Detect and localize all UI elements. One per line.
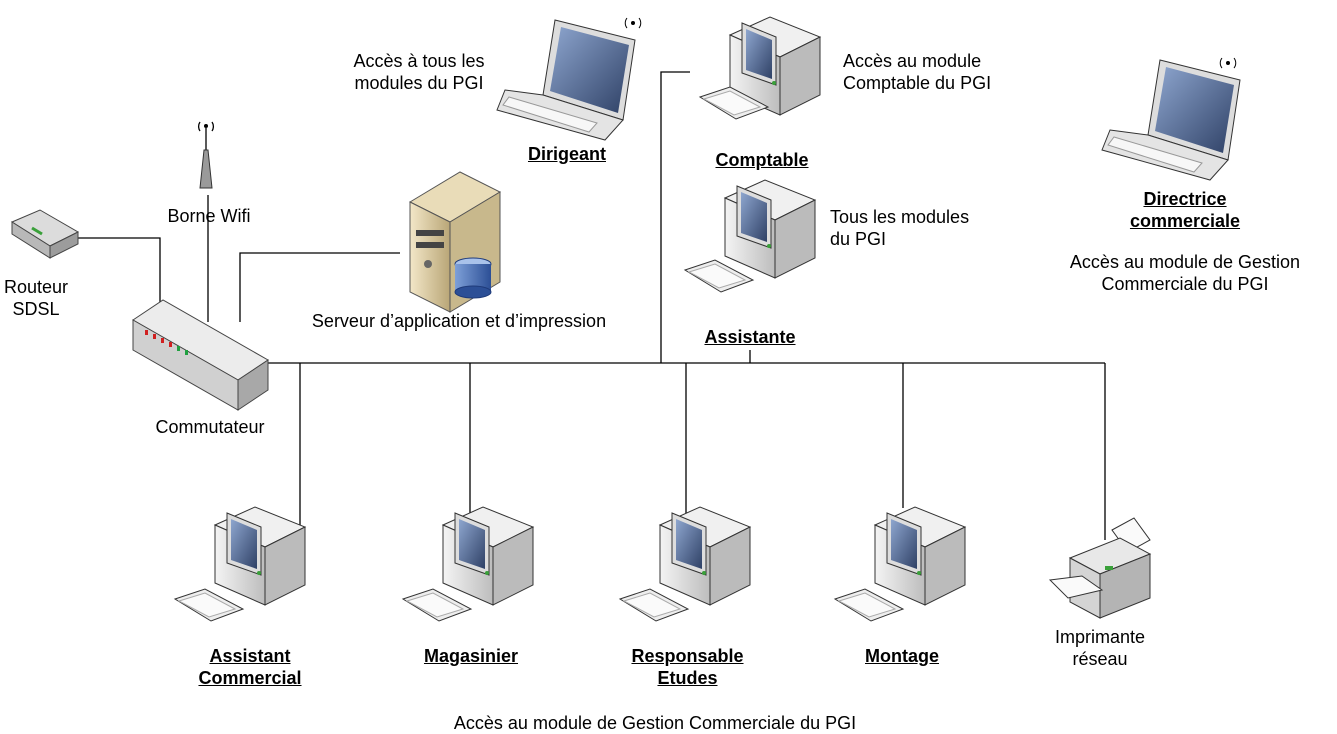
link-routeur (78, 237, 161, 318)
wifi-access-point-icon (198, 121, 214, 189)
title-dirigeant: Dirigeant (527, 144, 606, 164)
access-comptable: Accès au module Comptable du PGI (843, 51, 992, 93)
label-imprimante: Imprimante réseau (1054, 627, 1146, 669)
link-comptable (660, 71, 690, 363)
network-lines (78, 71, 1106, 540)
link-assistant-commercial (270, 363, 301, 528)
label-bottom-access: Accès au module de Gestion Commerciale d… (453, 713, 857, 733)
server-icon (408, 171, 502, 313)
title-responsable: Responsable Etudes (631, 646, 744, 688)
label-serveur: Serveur d’application et d’impression (311, 311, 607, 331)
title-directrice: Directrice commerciale (1129, 189, 1241, 231)
label-borne-wifi: Borne Wifi (167, 206, 251, 226)
router-icon (10, 209, 80, 259)
workstation-icon-assistante (683, 179, 817, 293)
workstation-icon-montage (833, 506, 967, 622)
access-assistante: Tous les modules du PGI (830, 207, 970, 249)
laptop-icon-dirigeant (496, 17, 642, 141)
workstation-icon-comptable (698, 16, 822, 120)
workstation-icon-responsable (618, 506, 752, 622)
title-assistante: Assistante (704, 327, 796, 347)
link-serveur (239, 252, 400, 322)
laptop-icon-directrice (1101, 57, 1241, 181)
title-magasinier: Magasinier (423, 646, 519, 666)
label-routeur: Routeur SDSL (3, 277, 69, 319)
access-directrice: Accès au module de Gestion Commerciale d… (1069, 252, 1301, 294)
access-dirigeant: Accès à tous les modules du PGI (353, 51, 485, 93)
printer-icon (1048, 517, 1152, 619)
switch-icon (132, 299, 269, 411)
workstation-icon-magasinier (401, 506, 535, 622)
title-montage: Montage (865, 646, 939, 666)
label-commutateur: Commutateur (155, 417, 265, 437)
workstation-icon-assistant-commercial (173, 506, 307, 622)
title-assistant-commercial: Assistant Commercial (198, 646, 302, 688)
title-comptable: Comptable (715, 150, 809, 170)
